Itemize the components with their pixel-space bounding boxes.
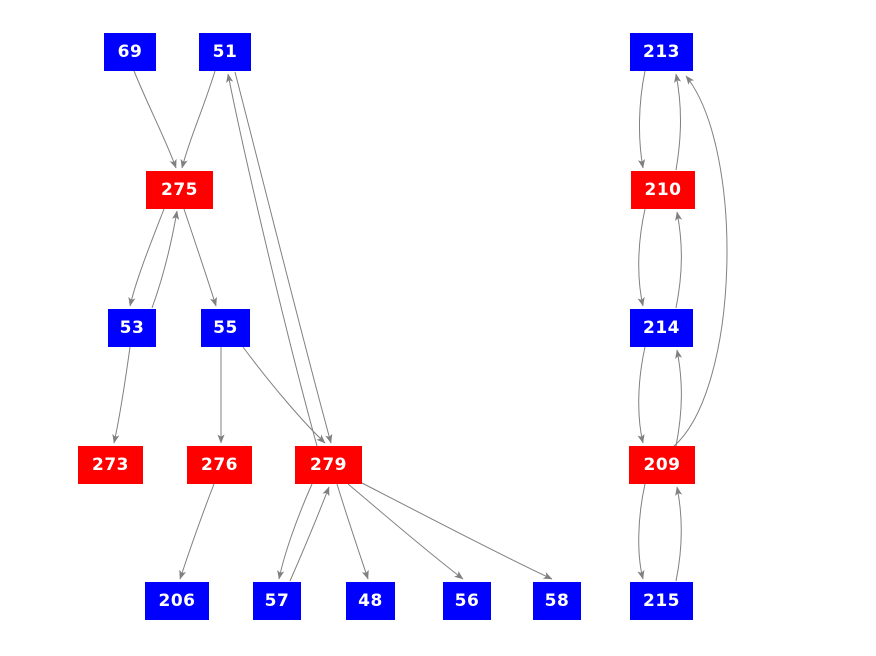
graph-edge-51-to-275 [180,70,216,169]
graph-node-53[interactable]: 53 [108,309,156,347]
graph-edge-213-to-210 [637,70,646,169]
graph-node-213[interactable]: 213 [630,33,693,71]
graph-node-206[interactable]: 206 [145,582,209,620]
graph-node-210[interactable]: 210 [631,171,695,209]
graph-node-label-58: 58 [544,590,570,611]
graph-node-276[interactable]: 276 [187,446,252,484]
graph-node-label-51: 51 [212,41,238,62]
graph-node-label-214: 214 [643,317,680,338]
graph-node-51[interactable]: 51 [199,33,251,71]
graph-node-273[interactable]: 273 [78,446,143,484]
graph-node-214[interactable]: 214 [630,309,693,347]
graph-edge-279-to-57 [277,483,313,580]
graph-node-label-273: 273 [92,454,129,475]
edges-group [112,70,728,582]
graph-edge-279-to-56 [347,483,464,580]
graph-node-58[interactable]: 58 [533,582,581,620]
graph-edge-279-to-48 [336,483,369,580]
graph-node-label-206: 206 [158,590,196,611]
graph-node-label-209: 209 [643,454,681,475]
graph-edge-279-to-58 [357,480,553,580]
graph-node-57[interactable]: 57 [253,582,301,620]
graph-node-275[interactable]: 275 [146,171,213,209]
graph-edge-276-to-206 [179,483,215,580]
graph-node-215[interactable]: 215 [630,582,693,620]
graph-edge-55-to-279 [242,346,326,444]
graph-edge-279-to-51 [226,73,318,447]
graph-node-69[interactable]: 69 [104,33,156,71]
graph-node-label-210: 210 [644,179,682,200]
graph-node-label-48: 48 [358,590,383,611]
graph-node-label-213: 213 [643,41,680,62]
graph-edge-53-to-275 [151,210,180,309]
graph-edge-53-to-273 [112,346,131,444]
graph-node-label-69: 69 [117,41,143,62]
graph-node-label-215: 215 [643,590,680,611]
graph-edge-57-to-279 [289,486,330,582]
graph-node-label-56: 56 [454,590,480,611]
graph-node-label-279: 279 [310,454,347,475]
graph-node-label-53: 53 [119,317,145,338]
graph-edge-214-to-209 [637,346,646,444]
graph-node-label-55: 55 [213,317,238,338]
graph-edge-209-to-213 [672,75,728,448]
graph-edge-210-to-213 [674,73,682,171]
graph-edge-215-to-209 [675,486,683,582]
graph-edge-69-to-275 [133,70,177,169]
graph-node-label-276: 276 [201,454,238,475]
graph-edge-51-to-279 [234,71,333,444]
graph-edge-214-to-210 [675,211,683,309]
graph-node-56[interactable]: 56 [443,582,491,620]
graph-edge-209-to-215 [637,483,646,580]
graph-edge-275-to-55 [183,208,217,307]
graph-node-279[interactable]: 279 [295,446,362,484]
graph-node-209[interactable]: 209 [629,446,695,484]
graph-node-55[interactable]: 55 [201,309,250,347]
graph-edge-210-to-214 [637,208,646,307]
graph-node-label-57: 57 [264,590,290,611]
graph-edge-209-to-214 [675,349,683,447]
graph-node-48[interactable]: 48 [346,582,395,620]
graph-edge-275-to-53 [128,208,165,307]
graph-node-label-275: 275 [161,179,198,200]
